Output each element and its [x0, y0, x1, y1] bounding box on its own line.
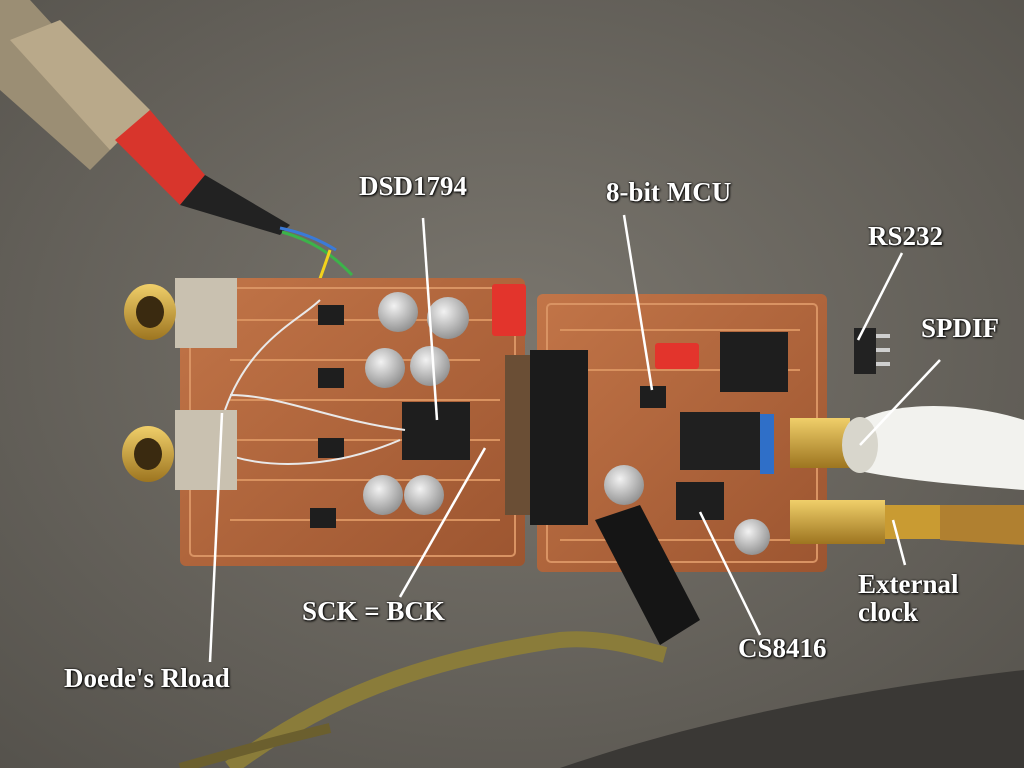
label-spdif: SPDIF: [921, 313, 1000, 343]
capacitor: [427, 297, 469, 339]
capacitor: [734, 519, 770, 555]
label-rs232: RS232: [868, 221, 944, 251]
capacitor: [404, 475, 444, 515]
usb-cable: [178, 505, 700, 768]
capacitor: [363, 475, 403, 515]
pointer-dsd1794: [421, 217, 439, 421]
label-external-clock-line2: clock: [858, 597, 918, 628]
label-cs8416: CS8416: [738, 633, 827, 663]
pointer-sck-bck: [398, 447, 487, 598]
pointer-rload: [208, 412, 224, 663]
label-mcu: 8-bit MCU: [606, 177, 732, 207]
pointer-mcu: [622, 214, 654, 391]
capacitor: [365, 348, 405, 388]
capacitor: [410, 346, 450, 386]
pointer-cs8416: [698, 511, 762, 636]
label-rload: Doede's Rload: [64, 663, 230, 693]
receiver-board: [530, 294, 827, 572]
label-dsd1794: DSD1794: [359, 171, 468, 201]
pointer-external-clock: [891, 519, 907, 566]
pointer-spdif: [859, 359, 941, 446]
label-external-clock: External clock: [858, 570, 959, 627]
external-clock-cable: [790, 500, 1024, 545]
capacitor: [604, 465, 644, 505]
label-sck-bck: SCK = BCK: [302, 596, 445, 626]
dac-board: [180, 278, 533, 566]
label-external-clock-line1: External: [858, 569, 959, 599]
mcu-chip: [640, 386, 666, 408]
top-left-cable: [0, 0, 354, 421]
pointer-rs232: [856, 252, 904, 341]
rca-jacks: [122, 278, 237, 490]
pointer-lines: [208, 214, 941, 663]
capacitor: [378, 292, 418, 332]
